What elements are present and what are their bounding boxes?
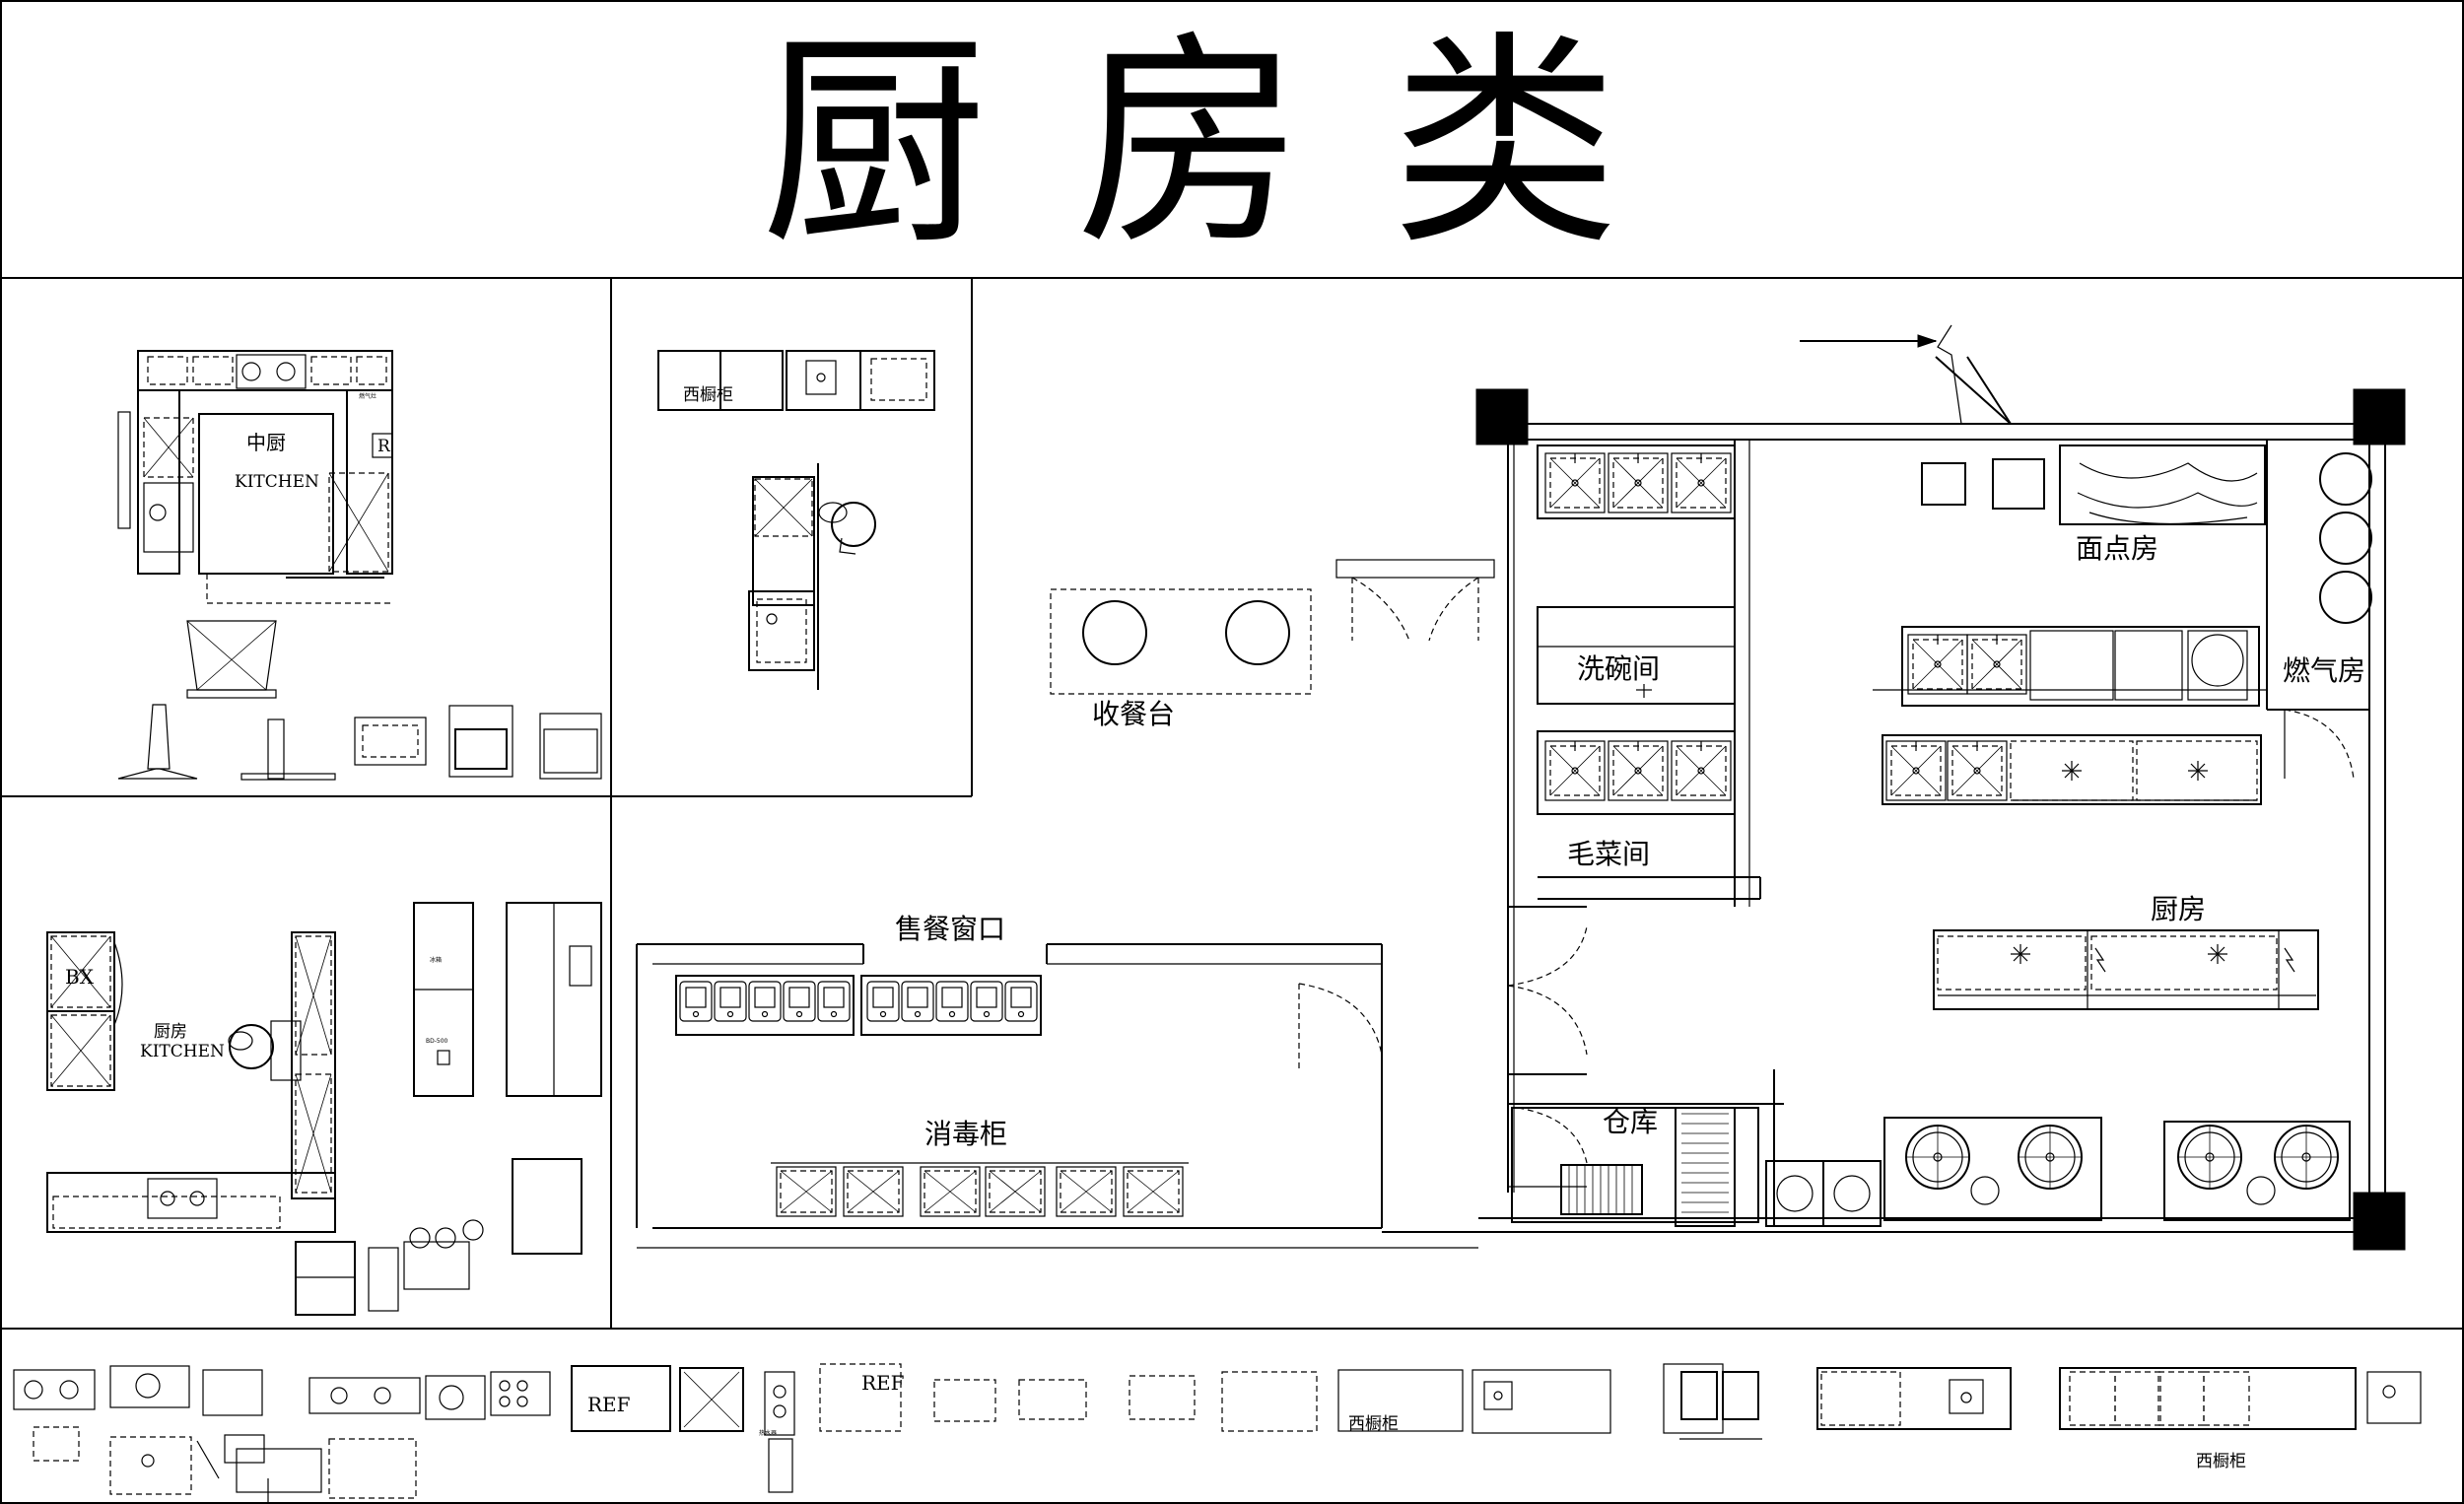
room-ranqifang: 燃气房 <box>2283 654 2365 687</box>
room-maocaijian: 毛菜间 <box>1567 838 1650 870</box>
label-fridge-model: BD-500 <box>426 1038 448 1045</box>
label-zhongchu: 中厨 <box>246 431 286 454</box>
label-chufang-small: 厨房 <box>154 1022 187 1042</box>
room-shoucanchuangkou: 售餐窗口 <box>895 913 1005 945</box>
room-cangku: 仓库 <box>1603 1106 1658 1138</box>
room-shoucantai: 收餐台 <box>1092 698 1175 730</box>
room-chufang: 厨房 <box>2151 893 2206 925</box>
label-xichugui-strip-2: 西橱柜 <box>2196 1452 2246 1471</box>
room-miandianfang: 面点房 <box>2076 532 2158 565</box>
label-bx: BX <box>65 965 95 989</box>
label-xichugui: 西橱柜 <box>683 385 733 405</box>
label-kitchen-small: KITCHEN <box>140 1042 225 1061</box>
label-xichugui-strip-1: 西橱柜 <box>1348 1414 1399 1434</box>
label-kitchen: KITCHEN <box>235 472 319 492</box>
left-top-kitchen-plan: 中厨 KITCHEN R 燃气灶 <box>117 350 602 781</box>
left-bottom-kitchen-plan: BX 厨房 KITCHEN 冰箱 BD-500 <box>46 902 602 1316</box>
page-title: 厨房类 <box>761 13 1707 276</box>
label-ref-2: REF <box>861 1371 905 1395</box>
room-xiwanjian: 洗碗间 <box>1577 652 1660 685</box>
label-reshuiqi: 热水器 <box>759 1429 777 1437</box>
main-floor-plan: 洗碗间 毛菜间 面点房 燃气房 <box>636 324 2406 1251</box>
label-r-mark: R <box>377 437 391 456</box>
label-bingxiang: 冰箱 <box>430 956 442 964</box>
room-xiaodugui: 消毒柜 <box>924 1118 1007 1150</box>
label-ref-1: REF <box>587 1393 631 1416</box>
bottom-symbol-strip: REF 热水器 REF 西橱柜 西橱柜 <box>13 1363 2422 1502</box>
mid-top-western-cabinet: 西橱柜 <box>657 350 935 690</box>
label-gas-stove: 燃气灶 <box>359 392 376 400</box>
